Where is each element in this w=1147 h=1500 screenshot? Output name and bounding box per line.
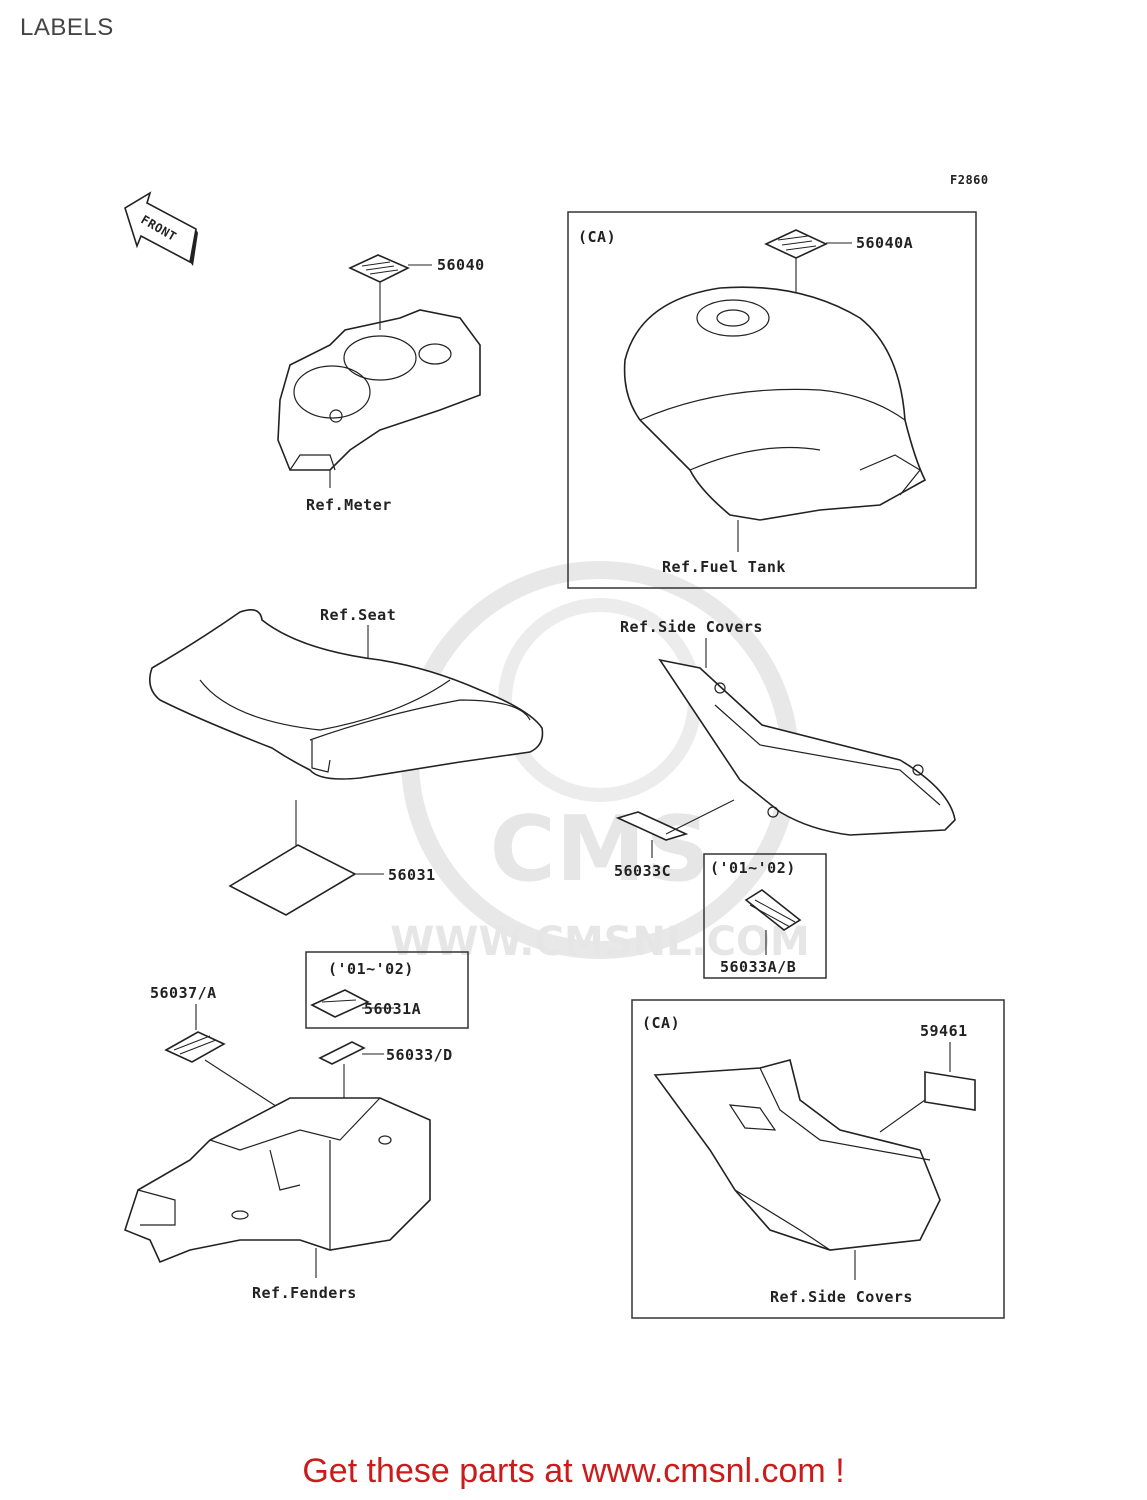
seat — [149, 609, 544, 780]
ref-side-covers-upper: Ref.Side Covers — [620, 618, 763, 636]
years-side-box — [703, 853, 827, 979]
label-59461 — [924, 1071, 976, 1111]
side-cover-lower — [653, 1059, 941, 1251]
label-56033D — [318, 1041, 366, 1065]
ca-tank-label: (CA) — [578, 228, 616, 246]
callout-56033AB: 56033A/B — [720, 958, 796, 976]
ca-side-box — [631, 999, 1005, 1319]
years-seat-box — [305, 951, 469, 1029]
label-56037A — [164, 1031, 226, 1063]
ref-fuel-tank: Ref.Fuel Tank — [662, 558, 786, 576]
callout-59461: 59461 — [920, 1022, 968, 1040]
fuel-tank — [623, 286, 927, 521]
years-side-label: ('01~'02) — [710, 859, 796, 877]
years-seat-label: ('01~'02) — [328, 960, 414, 978]
callout-56040: 56040 — [437, 256, 485, 274]
meter-assembly — [277, 309, 481, 471]
callout-56031: 56031 — [388, 866, 436, 884]
label-56040A — [764, 229, 828, 259]
rear-fender — [124, 1097, 431, 1264]
side-cover-upper — [658, 658, 956, 836]
callout-56033D: 56033/D — [386, 1046, 453, 1064]
parts-diagram: CMS WWW.CMSNL.COM F2860 FRONT 56040 Ref.… — [124, 173, 1005, 1319]
ref-seat: Ref.Seat — [320, 606, 396, 624]
page-title: LABELS — [20, 14, 114, 41]
ref-side-covers-lower: Ref.Side Covers — [770, 1288, 913, 1306]
ca-tank-box — [567, 211, 977, 589]
label-56031A — [310, 989, 370, 1018]
label-56040 — [348, 254, 410, 283]
watermark-brand: CMS — [490, 797, 710, 902]
promo-banner[interactable]: Get these parts at www.cmsnl.com ! — [302, 1452, 845, 1490]
figure-id: F2860 — [950, 173, 989, 187]
front-arrow-icon: FRONT — [124, 191, 198, 266]
watermark-site: WWW.CMSNL.COM — [390, 919, 810, 965]
ref-meter: Ref.Meter — [306, 496, 392, 514]
ref-fenders: Ref.Fenders — [252, 1284, 357, 1302]
callout-56037A: 56037/A — [150, 984, 217, 1002]
callout-56040A: 56040A — [856, 234, 913, 252]
label-56031 — [228, 844, 357, 916]
callout-56031A: 56031A — [364, 1000, 421, 1018]
label-56033AB — [744, 889, 802, 931]
callout-56033C: 56033C — [614, 862, 671, 880]
ca-side-label: (CA) — [642, 1014, 680, 1032]
